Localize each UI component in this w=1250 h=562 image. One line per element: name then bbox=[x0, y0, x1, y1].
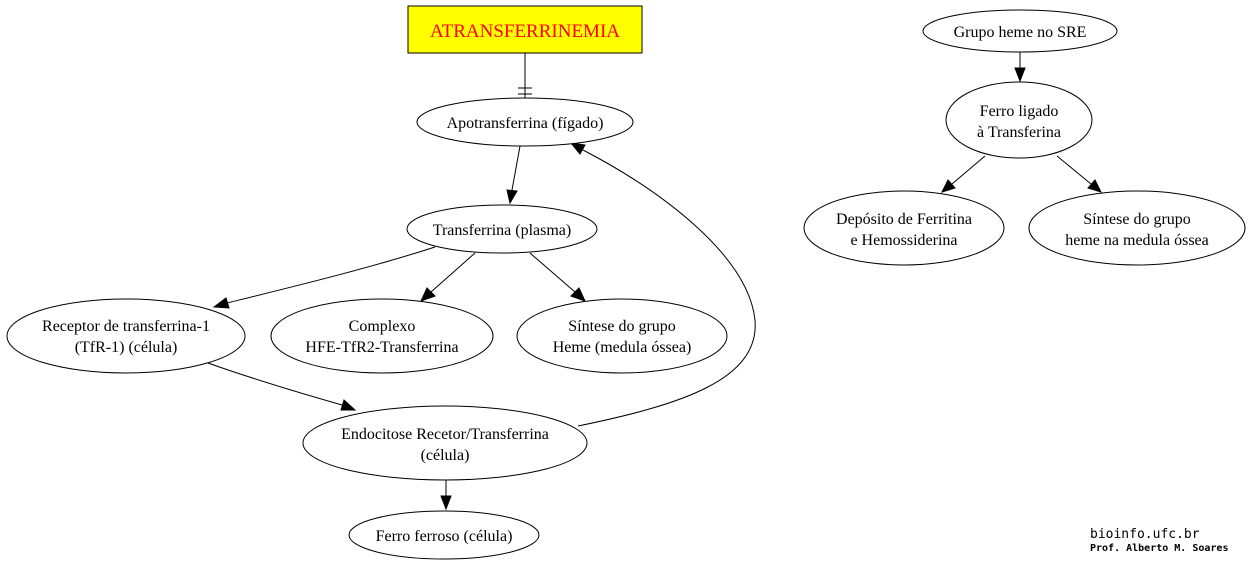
node-label: Apotransferrina (fígado) bbox=[447, 115, 604, 132]
credit-site: bioinfo.ufc.br bbox=[1090, 527, 1200, 542]
node-label-line-1: Complexo bbox=[349, 318, 416, 335]
node-receptor: Receptor de transferrina-1 (TfR-1) (célu… bbox=[6, 298, 246, 374]
node-sintese-heme-medula: Síntese do grupo heme na medula óssea bbox=[1028, 190, 1246, 266]
node-ferro-ligado: Ferro ligado à Transferina bbox=[945, 81, 1093, 159]
node-label-line-1: Receptor de transferrina-1 bbox=[42, 318, 210, 335]
node-deposito-ferritina: Depósito de Ferritina e Hemossiderina bbox=[803, 190, 1005, 266]
title-label: ATRANSFERRINEMIA bbox=[430, 21, 620, 42]
node-label-line-1: Ferro ligado bbox=[980, 103, 1059, 120]
edge-receptor-to-endocitose bbox=[207, 362, 357, 411]
edge-grupo-heme-sre-to-ferro-ligado bbox=[1014, 50, 1026, 83]
edge-ferro-ligado-to-deposito-ferritina bbox=[941, 155, 986, 193]
node-label-line-2: à Transferina bbox=[977, 124, 1061, 141]
title-box bbox=[407, 5, 643, 54]
node-label-line-2: e Hemossiderina bbox=[850, 232, 957, 249]
node-label-line-2: Heme (medula óssea) bbox=[553, 339, 692, 356]
node-sintese-heme: Síntese do grupo Heme (medula óssea) bbox=[516, 298, 728, 374]
node-label-line-1: Síntese do grupo bbox=[1083, 211, 1191, 228]
node-label-line-2: (TfR-1) (célula) bbox=[75, 339, 178, 356]
node-endocitose: Endocitose Recetor/Transferrina (célula) bbox=[302, 405, 588, 481]
node-label: Transferrina (plasma) bbox=[433, 222, 571, 239]
edge-transferrina-plasma-to-receptor bbox=[212, 246, 436, 309]
edge-title-to-apotransferrina bbox=[518, 53, 532, 98]
node-ferro-ferroso: Ferro ferroso (célula) bbox=[348, 510, 540, 560]
edge-transferrina-plasma-to-sintese-heme bbox=[529, 252, 586, 302]
title-node: ATRANSFERRINEMIA bbox=[407, 5, 643, 54]
node-complexo: Complexo HFE-TfR2-Transferrina bbox=[270, 298, 494, 374]
node-label-line-1: Endocitose Recetor/Transferrina bbox=[341, 426, 549, 443]
node-label-line-2: (célula) bbox=[421, 447, 470, 464]
edge-transferrina-plasma-to-complexo bbox=[420, 252, 476, 302]
node-label-line-1: Depósito de Ferritina bbox=[836, 211, 972, 228]
node-label-line-2: heme na medula óssea bbox=[1065, 232, 1209, 249]
node-transferrina-plasma: Transferrina (plasma) bbox=[406, 204, 598, 254]
node-label-line-2: HFE-TfR2-Transferrina bbox=[305, 339, 458, 356]
node-apotransferrina: Apotransferrina (fígado) bbox=[416, 97, 634, 147]
edge-apotransferrina-to-transferrina-plasma bbox=[506, 145, 521, 205]
edge-ferro-ligado-to-sintese-heme-medula bbox=[1056, 155, 1102, 193]
node-label-line-1: Síntese do grupo bbox=[568, 318, 676, 335]
node-label: Ferro ferroso (célula) bbox=[376, 528, 513, 545]
edge-endocitose-to-apotransferrina bbox=[569, 142, 756, 427]
node-grupo-heme-sre: Grupo heme no SRE bbox=[922, 9, 1118, 53]
credit-author: Prof. Alberto M. Soares bbox=[1090, 543, 1229, 554]
node-label: Grupo heme no SRE bbox=[954, 24, 1087, 41]
edge-endocitose-to-ferro-ferroso bbox=[440, 480, 452, 511]
edges bbox=[207, 50, 1102, 511]
